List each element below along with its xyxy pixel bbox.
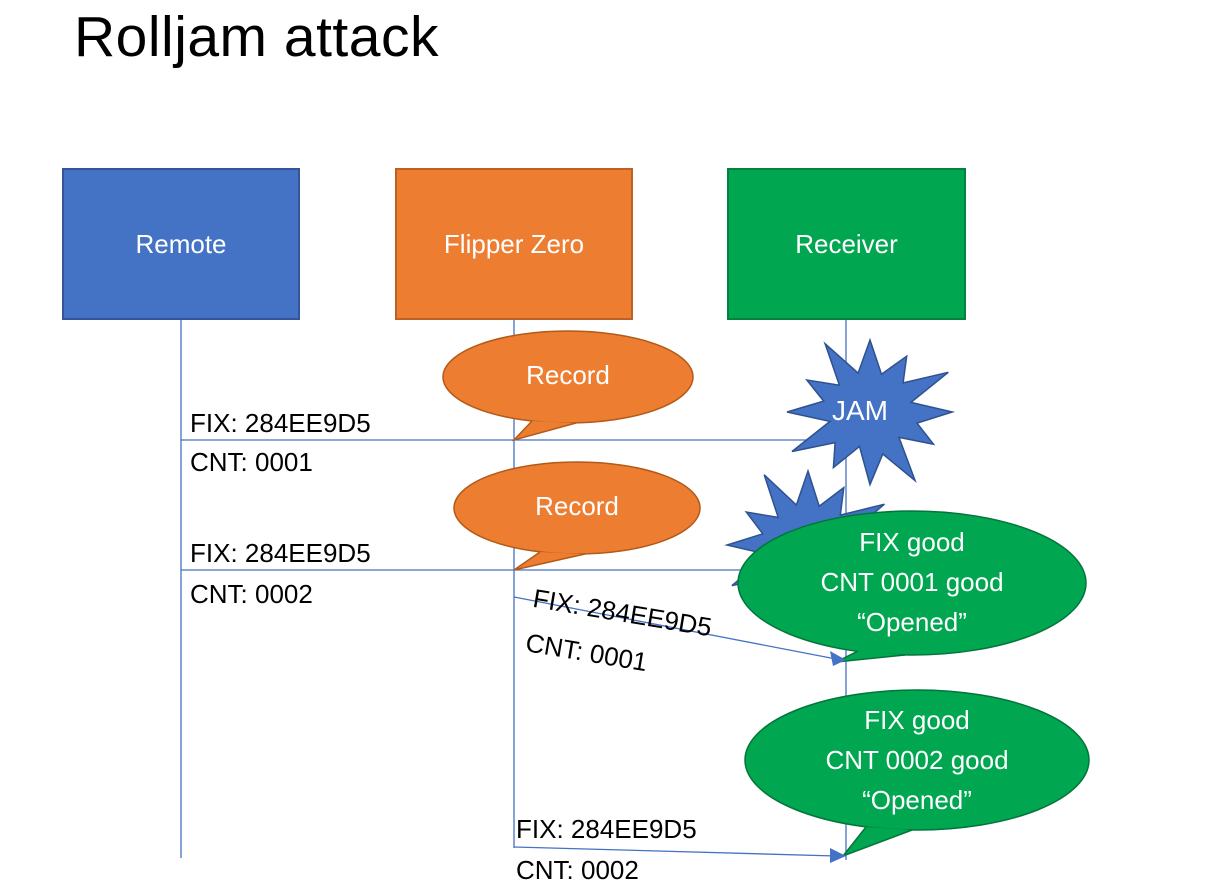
page-title: Rolljam attack bbox=[74, 5, 439, 69]
callout-result-2 bbox=[744, 689, 1090, 858]
callout-record-2-text: Record bbox=[535, 491, 619, 521]
result-1-line-1: FIX good bbox=[859, 527, 965, 557]
actor-box-remote: Remote bbox=[62, 168, 300, 320]
message-4-cnt-label: CNT: 0002 bbox=[516, 855, 639, 885]
result-2-line-1: FIX good bbox=[864, 705, 970, 735]
actor-label-flipper-zero: Flipper Zero bbox=[443, 228, 585, 259]
callout-record-1-text: Record bbox=[526, 360, 610, 390]
callout-result-2-tail bbox=[840, 826, 913, 858]
callout-record-1-tail bbox=[511, 420, 577, 442]
message-line-3 bbox=[513, 596, 837, 660]
callout-result-2-text: FIX good CNT 0002 good “Opened” bbox=[745, 700, 1089, 820]
callout-result-1-text: FIX good CNT 0001 good “Opened” bbox=[740, 522, 1084, 642]
result-1-line-3: “Opened” bbox=[857, 607, 967, 637]
jam-starburst-1 bbox=[786, 337, 956, 487]
result-2-line-3: “Opened” bbox=[862, 785, 972, 815]
message-3-arrowhead bbox=[830, 651, 846, 666]
message-line-4 bbox=[513, 846, 837, 857]
message-2-fix-label: FIX: 284EE9D5 bbox=[190, 538, 371, 568]
callout-record-2-tail bbox=[513, 551, 586, 571]
actor-box-receiver: Receiver bbox=[727, 168, 966, 320]
actor-label-remote: Remote bbox=[135, 228, 227, 259]
actor-label-receiver: Receiver bbox=[795, 228, 898, 259]
result-1-line-2: CNT 0001 good bbox=[820, 567, 1004, 597]
message-1-fix-label: FIX: 284EE9D5 bbox=[190, 408, 371, 438]
message-4-fix-label: FIX: 284EE9D5 bbox=[516, 814, 697, 844]
jam-label: JAM bbox=[832, 395, 888, 426]
message-4-arrowhead bbox=[830, 848, 846, 863]
callout-record-2 bbox=[453, 461, 701, 571]
callout-record-1 bbox=[442, 330, 694, 442]
result-2-line-2: CNT 0002 good bbox=[825, 745, 1009, 775]
callout-result-1-bubble bbox=[737, 510, 1087, 656]
actor-box-flipper-zero: Flipper Zero bbox=[395, 168, 633, 320]
message-2-cnt-label: CNT: 0002 bbox=[190, 579, 313, 609]
callout-result-2-bubble bbox=[744, 689, 1090, 831]
message-1-cnt-label: CNT: 0001 bbox=[190, 447, 313, 477]
